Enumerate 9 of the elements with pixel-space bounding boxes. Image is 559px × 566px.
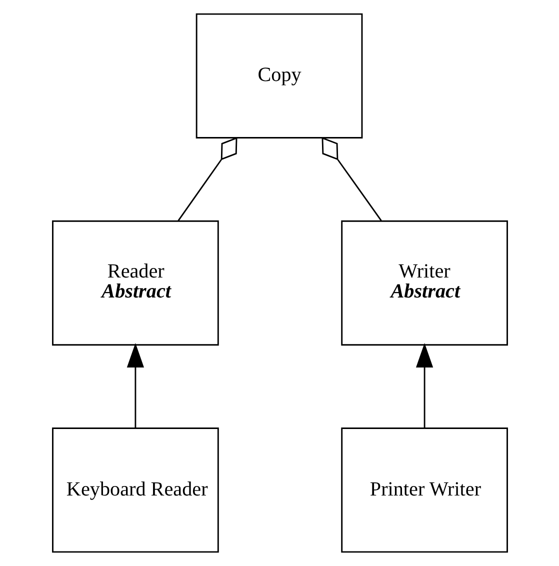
node-box: Copy bbox=[195, 13, 362, 138]
node-box: Reader Abstract bbox=[52, 220, 218, 346]
connector bbox=[321, 137, 382, 222]
arrow bbox=[126, 342, 144, 428]
node-box: Printer Writer bbox=[340, 428, 508, 553]
node-box: Writer Abstract bbox=[340, 220, 508, 346]
connector bbox=[177, 136, 237, 222]
node-box: Keyboard Reader bbox=[52, 428, 218, 553]
arrow bbox=[415, 342, 433, 428]
